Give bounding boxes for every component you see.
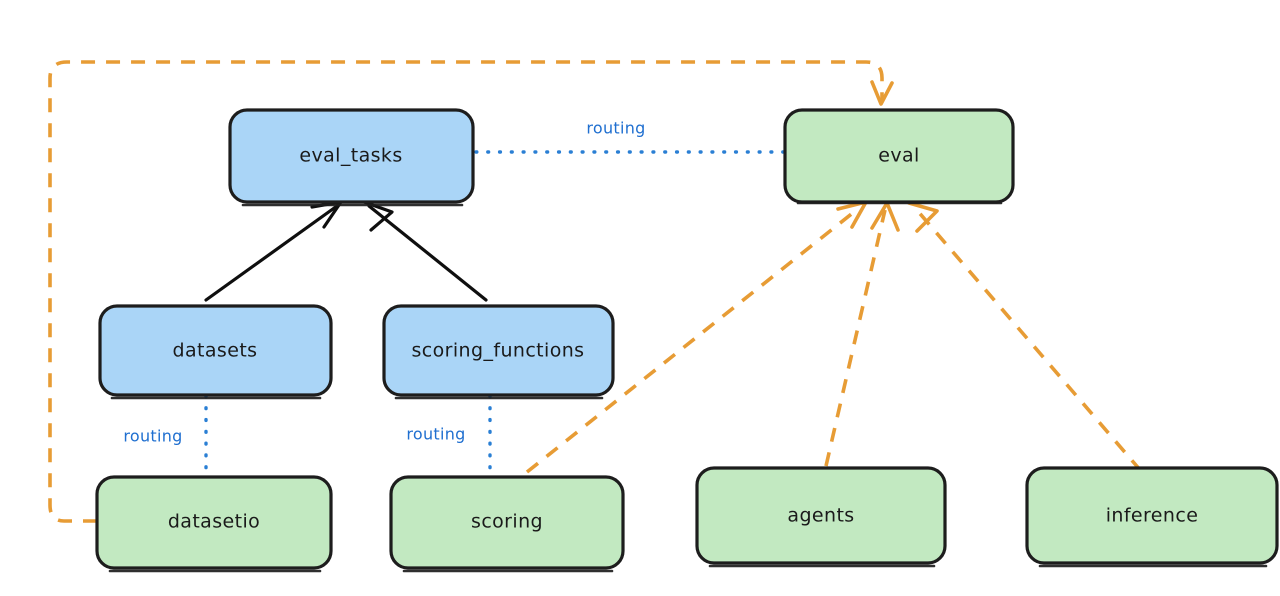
- node-scoring-label: scoring: [471, 511, 543, 533]
- edge-layer: [48, 60, 1143, 523]
- node-eval-tasks[interactable]: eval_tasks: [228, 108, 475, 207]
- node-datasets-label: datasets: [173, 340, 258, 362]
- node-inference-shape: [1025, 466, 1279, 565]
- node-inference-label: inference: [1106, 505, 1199, 527]
- edge-scoring-eval-path: [525, 206, 861, 474]
- edge-scoringfn-eval-tasks-path: [367, 204, 488, 302]
- node-agents-shape: [695, 466, 947, 565]
- node-eval-tasks-shape: [228, 108, 475, 204]
- edge-label-routing-eval: routing: [586, 119, 645, 138]
- edge-agents-eval-path: [824, 209, 887, 467]
- edge-agents-eval: [824, 201, 900, 467]
- node-scoring-functions[interactable]: scoring_functions: [382, 304, 615, 400]
- node-datasets[interactable]: datasets: [98, 304, 333, 400]
- edge-inference-eval-path: [914, 207, 1143, 473]
- node-eval-shape: [783, 108, 1015, 204]
- node-scoring[interactable]: scoring: [389, 475, 625, 573]
- node-scoring-functions-shape: [382, 304, 615, 397]
- node-agents-label: agents: [787, 505, 854, 527]
- edge-datasets-eval-tasks: [204, 200, 343, 302]
- node-eval-label: eval: [878, 145, 919, 167]
- edge-label-routing-datasetio: routing: [123, 427, 182, 446]
- node-datasetio-shape: [95, 475, 333, 570]
- node-eval[interactable]: eval: [783, 108, 1015, 205]
- node-inference[interactable]: inference: [1025, 466, 1279, 568]
- node-datasets-shape: [98, 304, 333, 397]
- node-scoring-functions-label: scoring_functions: [412, 340, 585, 362]
- node-scoring-shape: [389, 475, 625, 570]
- edge-scoringfn-eval-tasks: [362, 200, 488, 302]
- edge-datasets-eval-tasks-path: [204, 204, 339, 302]
- node-datasetio[interactable]: datasetio: [95, 475, 333, 573]
- node-agents[interactable]: agents: [695, 466, 947, 568]
- edge-inference-eval: [907, 201, 1143, 473]
- edge-label-routing-scoring: routing: [406, 425, 465, 444]
- edge-label-layer: routing routing routing: [123, 119, 645, 446]
- node-eval-tasks-label: eval_tasks: [299, 145, 402, 167]
- edge-datasetio-eval: [48, 60, 894, 523]
- edge-datasetio-eval-arrowhead: [870, 80, 894, 106]
- edge-inference-eval-arrowhead: [907, 201, 939, 233]
- node-layer: eval_tasks eval datasets scoring_functio…: [95, 108, 1279, 573]
- node-datasetio-label: datasetio: [168, 511, 260, 533]
